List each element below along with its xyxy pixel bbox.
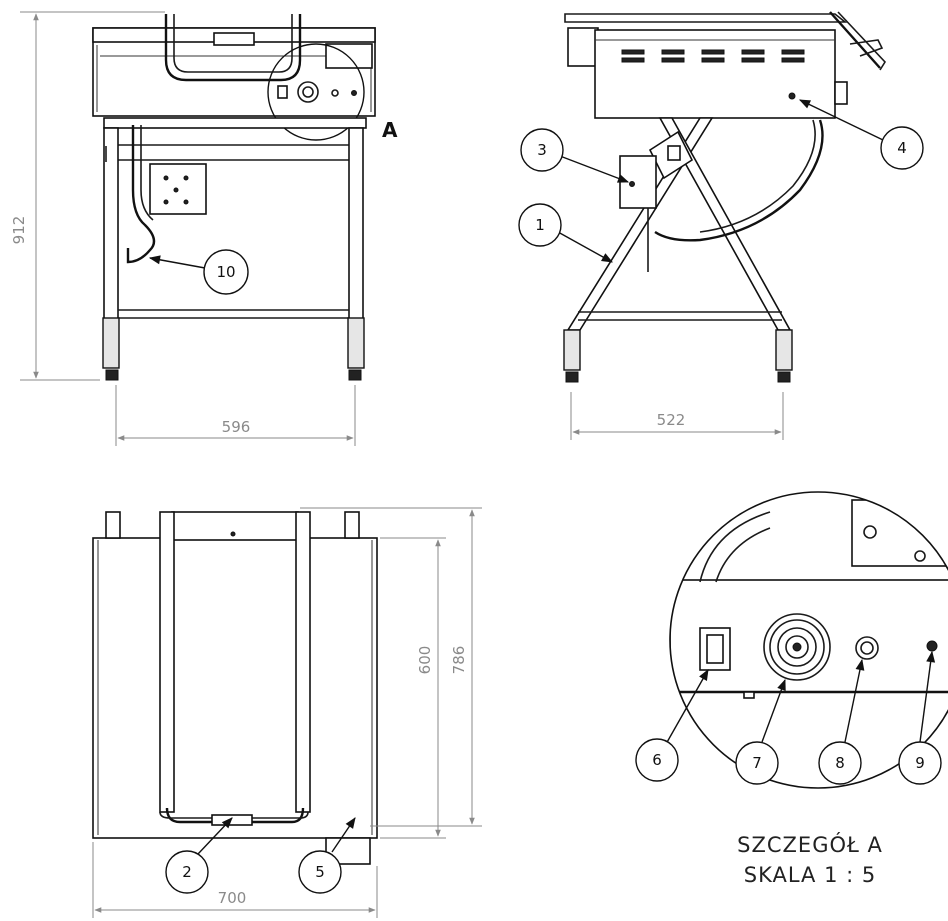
callout-3-label: 3 (537, 141, 547, 159)
callout-4-label: 4 (897, 139, 907, 157)
dim-top-width: 700 (218, 889, 247, 907)
front-view: A 912 596 (10, 11, 398, 446)
dim-top-depth-inner: 600 (416, 646, 434, 675)
callout-6-label: 6 (652, 751, 662, 769)
vent-slots (621, 49, 805, 63)
dim-top-depth-outer: 786 (450, 646, 468, 675)
detail-marker-label: A (382, 118, 398, 142)
callout-10: 10 (148, 249, 249, 295)
callout-1-label: 1 (535, 216, 545, 234)
dim-side-width: 522 (657, 411, 686, 429)
callout-4: 4 (798, 99, 924, 170)
callout-1: 1 (518, 203, 613, 263)
top-view: 600 786 700 (92, 507, 482, 918)
callout-8-label: 8 (835, 754, 845, 772)
callout-7: 7 (735, 678, 786, 785)
detail-scale: SKALA 1 : 5 (744, 863, 876, 887)
callout-2: 2 (165, 817, 233, 894)
callout-2-label: 2 (182, 863, 192, 881)
callout-7-label: 7 (752, 754, 762, 772)
detail-title: SZCZEGÓŁ A (737, 832, 883, 857)
callout-5-label: 5 (315, 863, 325, 881)
callout-8: 8 (818, 658, 865, 785)
callout-9-label: 9 (915, 754, 925, 772)
side-view: 522 (563, 11, 887, 440)
dim-front-width: 596 (222, 418, 251, 436)
callout-5: 5 (298, 817, 356, 894)
callout-6: 6 (635, 669, 709, 782)
callout-9: 9 (898, 650, 942, 785)
detail-a-view (669, 491, 948, 789)
callout-3: 3 (520, 128, 630, 183)
callout-10-label: 10 (216, 263, 235, 281)
dim-front-height: 912 (10, 216, 28, 245)
